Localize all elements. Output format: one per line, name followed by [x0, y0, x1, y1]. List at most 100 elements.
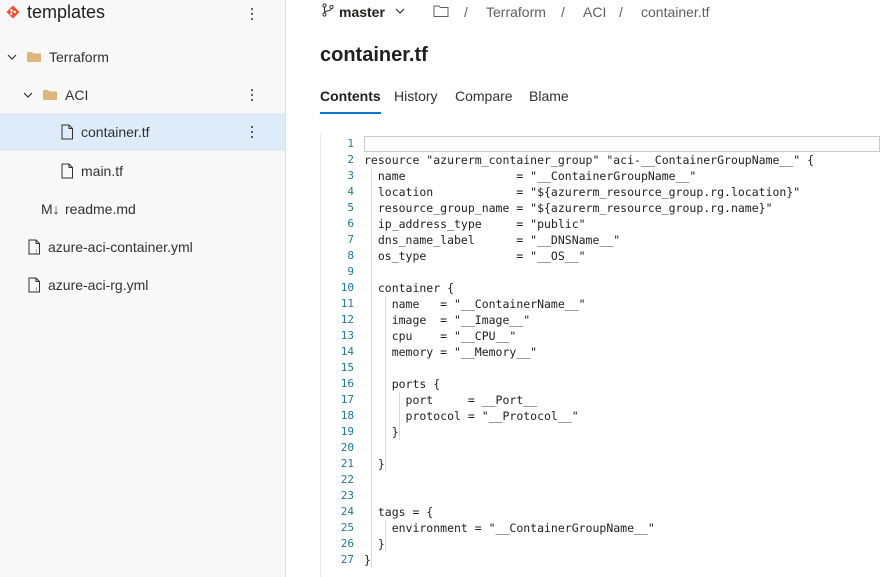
line-number: 21 — [340, 457, 354, 470]
line-number: 12 — [340, 313, 354, 326]
line-number: 20 — [340, 441, 354, 454]
line-number: 25 — [340, 521, 354, 534]
code-line: 14 memory = "__Memory__" — [321, 344, 880, 360]
code-text — [364, 472, 880, 488]
code-text: resource "azurerm_container_group" "aci-… — [364, 153, 815, 167]
code-line: 3 name = "__ContainerGroupName__" — [321, 168, 880, 184]
tree-item-label: readme.md — [65, 201, 136, 217]
code-line: 17 port = __Port__ — [321, 392, 880, 408]
svg-text:!: ! — [35, 287, 37, 293]
line-number: 18 — [340, 409, 354, 422]
code-line: 20 — [321, 440, 880, 456]
tree-item-container-tf[interactable]: container.tf — [0, 113, 285, 151]
code-text: ports { — [364, 377, 441, 391]
tree-item-aci[interactable]: ACI — [0, 76, 285, 114]
breadcrumb-item-terraform[interactable]: Terraform — [486, 4, 546, 20]
tab-compare[interactable]: Compare — [455, 88, 513, 104]
line-number: 7 — [347, 233, 354, 246]
code-text — [364, 264, 880, 280]
tree-item-readme[interactable]: M↓ readme.md — [0, 190, 285, 228]
line-number: 26 — [340, 537, 354, 550]
code-line: 2 resource "azurerm_container_group" "aci… — [321, 152, 880, 168]
tree-item-azure-aci-container-yml[interactable]: ! azure-aci-container.yml — [0, 228, 285, 266]
code-text — [364, 360, 880, 376]
chevron-down-icon[interactable] — [6, 51, 18, 63]
folder-icon — [27, 52, 41, 62]
tab-contents[interactable]: Contents — [320, 88, 381, 114]
yaml-file-icon: ! — [28, 277, 40, 293]
indent-guide — [384, 296, 386, 472]
code-text: } — [364, 537, 385, 551]
tree-item-label: ACI — [65, 87, 89, 103]
code-line: 8 os_type = "__OS__" — [321, 248, 880, 264]
line-number: 5 — [347, 201, 354, 214]
tree-item-main-tf[interactable]: main.tf — [0, 152, 285, 190]
breadcrumb-item-aci[interactable]: ACI — [583, 4, 607, 20]
code-line: 21 } — [321, 456, 880, 472]
breadcrumb-separator: / — [561, 4, 565, 20]
code-text: } — [364, 457, 385, 471]
line-number: 2 — [347, 153, 354, 166]
breadcrumb-separator: / — [619, 4, 623, 20]
tab-blame[interactable]: Blame — [529, 88, 569, 104]
indent-guide — [398, 392, 400, 440]
code-text: } — [364, 553, 371, 567]
code-line: 24 tags = { — [321, 504, 880, 520]
code-text: name = "__ContainerName__" — [364, 297, 586, 311]
file-more-options-button[interactable] — [245, 122, 259, 142]
code-line: 6 ip_address_type = "public" — [321, 216, 880, 232]
tree-item-label: container.tf — [81, 124, 150, 140]
tree-item-label: azure-aci-rg.yml — [48, 277, 149, 293]
code-line: 26 } — [321, 536, 880, 552]
code-text: memory = "__Memory__" — [364, 345, 538, 359]
code-text: port = __Port__ — [364, 393, 538, 407]
code-text: protocol = "__Protocol__" — [364, 409, 579, 423]
line-number: 4 — [347, 185, 354, 198]
breadcrumb-item-container-tf[interactable]: container.tf — [641, 4, 710, 20]
repo-title[interactable]: templates — [27, 2, 106, 22]
line-number: 24 — [340, 505, 354, 518]
code-line: 16 ports { — [321, 376, 880, 392]
code-line: 27} — [321, 552, 880, 568]
repo-more-options-button[interactable] — [245, 4, 259, 24]
line-number: 14 — [340, 345, 354, 358]
code-line: 10 container { — [321, 280, 880, 296]
code-text: } — [364, 425, 399, 439]
code-line: 1 — [321, 136, 880, 152]
code-line: 12 image = "__Image__" — [321, 312, 880, 328]
code-line: 13 cpu = "__CPU__" — [321, 328, 880, 344]
chevron-down-icon[interactable] — [22, 89, 34, 101]
code-line: 25 environment = "__ContainerGroupName__… — [321, 520, 880, 536]
chevron-down-icon[interactable] — [394, 6, 406, 16]
tab-history[interactable]: History — [394, 88, 438, 104]
code-text: os_type = "__OS__" — [364, 249, 586, 263]
code-text: tags = { — [364, 505, 434, 519]
code-text — [364, 488, 880, 504]
code-line: 18 protocol = "__Protocol__" — [321, 408, 880, 424]
line-number: 17 — [340, 393, 354, 406]
code-text: name = "__ContainerGroupName__" — [364, 169, 697, 183]
markdown-icon: M↓ — [41, 201, 60, 217]
tree-item-label: azure-aci-container.yml — [48, 239, 193, 255]
line-number: 23 — [340, 489, 354, 502]
branch-selector[interactable]: master — [339, 4, 385, 20]
line-number: 22 — [340, 473, 354, 486]
code-line: 5 resource_group_name = "${azurerm_resou… — [321, 200, 880, 216]
folder-outline-icon — [433, 5, 449, 17]
code-text — [364, 440, 880, 456]
yaml-file-icon: ! — [28, 239, 40, 255]
breadcrumb-separator: / — [464, 4, 468, 20]
tree-item-terraform[interactable]: Terraform — [0, 38, 285, 76]
tree-item-label: main.tf — [81, 163, 124, 179]
code-line: 23 — [321, 488, 880, 504]
line-number: 6 — [347, 217, 354, 230]
code-text: container { — [364, 281, 455, 295]
tree-item-azure-aci-rg-yml[interactable]: ! azure-aci-rg.yml — [0, 266, 285, 304]
repo-header: templates — [0, 0, 285, 30]
code-text: environment = "__ContainerGroupName__" — [364, 521, 655, 535]
folder-more-options-button[interactable] — [245, 85, 259, 105]
git-branch-icon[interactable] — [321, 3, 335, 17]
line-number: 8 — [347, 249, 354, 262]
indent-guide — [370, 168, 372, 568]
